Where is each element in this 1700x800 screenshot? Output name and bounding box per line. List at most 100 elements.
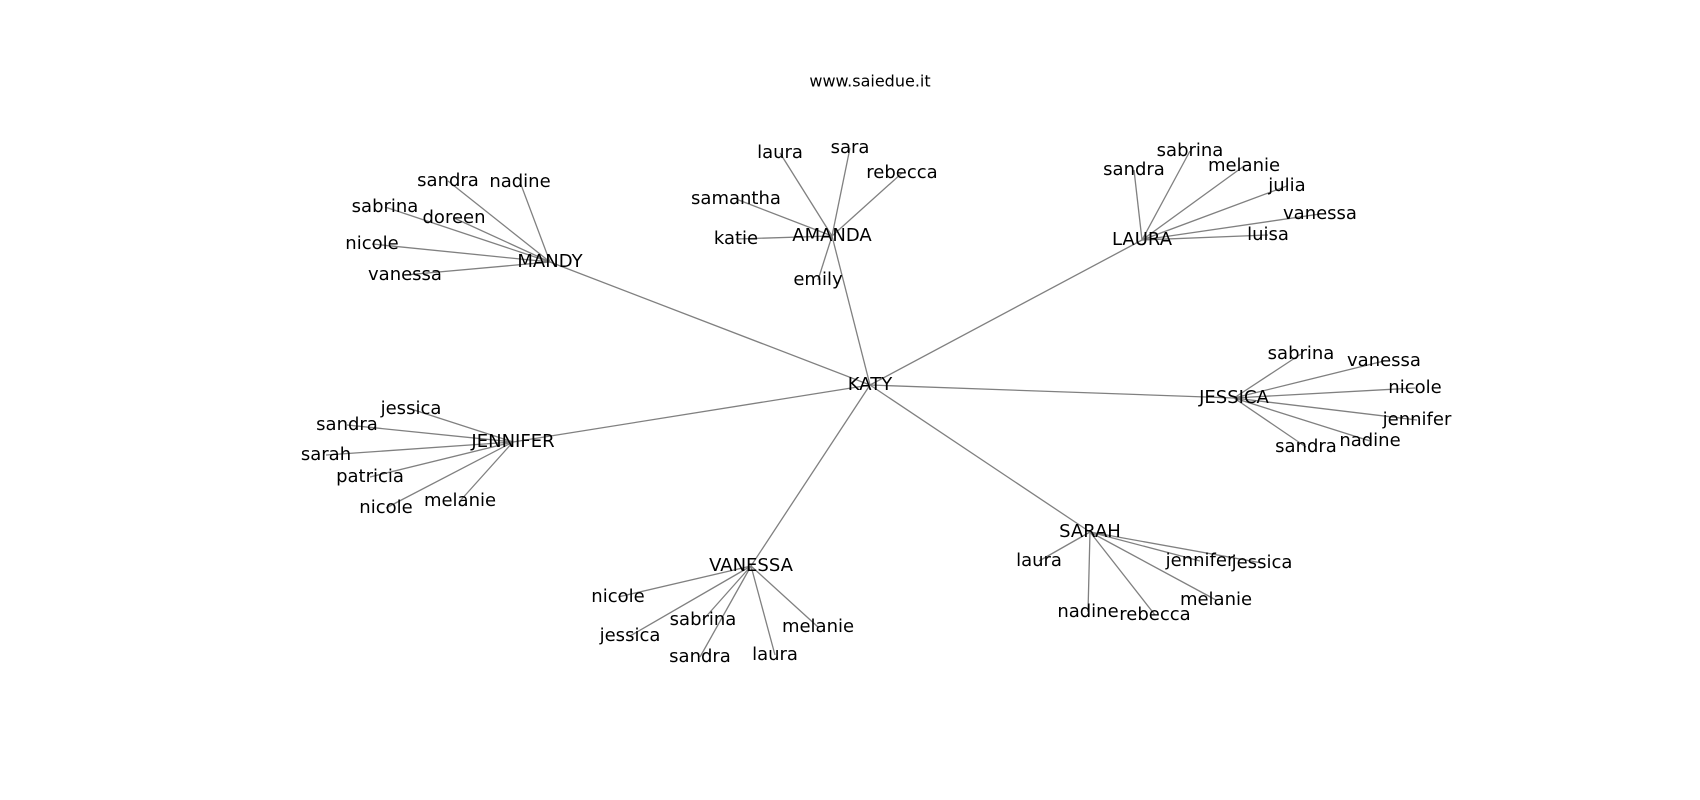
edge-amanda-emily (817, 235, 833, 281)
edge-amanda-rebecca (831, 172, 903, 237)
leaf-node-jennifer-melanie: melanie (424, 490, 496, 511)
edge-jennifer-jessica (410, 408, 514, 443)
hub-node-laura: LAURA (1112, 229, 1173, 250)
edge-laura-sabrina (1141, 150, 1191, 241)
leaf-node-vanessa-nicole: nicole (591, 586, 644, 607)
leaf-node-amanda-rebecca: rebecca (866, 162, 937, 183)
site-title: www.saiedue.it (809, 72, 930, 91)
edge-amanda-samantha (735, 198, 833, 237)
leaf-node-sarah-laura: laura (1016, 550, 1062, 571)
leaf-node-mandy-doreen: doreen (423, 207, 486, 228)
leaf-node-mandy-vanessa: vanessa (368, 264, 442, 285)
root-node-label: KATY (848, 374, 893, 395)
leaf-node-vanessa-melanie: melanie (782, 616, 854, 637)
edge-laura-luisa (1141, 234, 1269, 241)
leaf-node-sarah-rebecca: rebecca (1119, 604, 1190, 625)
leaf-node-jessica-nadine: nadine (1339, 430, 1400, 451)
edge-jennifer-melanie (459, 441, 514, 502)
edge-vanessa-sabrina (702, 565, 752, 621)
leaf-node-laura-julia: julia (1267, 175, 1305, 196)
edge-amanda-laura (779, 152, 833, 237)
leaf-node-mandy-nadine: nadine (489, 171, 550, 192)
edge-root-vanessa (750, 384, 871, 567)
leaf-node-mandy-sabrina: sabrina (352, 196, 419, 217)
edge-root-laura (869, 239, 1143, 386)
edge-vanessa-sandra (699, 565, 752, 658)
leaf-node-jennifer-jessica: jessica (380, 398, 442, 419)
edge-root-jessica (869, 384, 1235, 399)
hub-node-amanda: AMANDA (792, 225, 872, 246)
edge-jennifer-nicole (385, 441, 514, 509)
edge-vanessa-melanie (750, 565, 819, 628)
leaf-node-jessica-jennifer: jennifer (1382, 409, 1452, 430)
edge-amanda-sara (831, 147, 851, 237)
edge-jennifer-sandra (346, 424, 514, 443)
edge-vanessa-laura (750, 565, 776, 656)
edge-root-mandy (549, 261, 871, 386)
leaf-node-jessica-vanessa: vanessa (1347, 350, 1421, 371)
leaf-node-laura-sabrina: sabrina (1157, 140, 1224, 161)
leaf-node-vanessa-sabrina: sabrina (670, 609, 737, 630)
edge-jessica-jennifer (1233, 397, 1418, 421)
edge-layer (325, 147, 1418, 658)
edge-jessica-nadine (1233, 397, 1371, 442)
leaf-node-jennifer-sarah: sarah (301, 444, 351, 465)
edge-root-sarah (869, 384, 1091, 533)
leaf-node-sarah-jessica: jessica (1231, 552, 1293, 573)
leaf-node-jessica-sandra: sandra (1275, 436, 1337, 457)
edge-root-jennifer (512, 384, 871, 443)
edge-sarah-jennifer (1089, 531, 1201, 562)
hub-node-jennifer: JENNIFER (470, 431, 554, 452)
leaf-node-sarah-jennifer: jennifer (1165, 550, 1235, 571)
leaf-node-amanda-laura: laura (757, 142, 803, 163)
edge-root-amanda (831, 235, 871, 386)
edge-mandy-vanessa (404, 261, 551, 276)
edge-amanda-katie (735, 235, 833, 240)
edge-sarah-rebecca (1089, 531, 1156, 616)
edge-mandy-sandra (447, 180, 551, 263)
leaf-node-sarah-melanie: melanie (1180, 589, 1252, 610)
leaf-node-amanda-samantha: samantha (691, 188, 781, 209)
edge-laura-julia (1141, 185, 1288, 241)
leaf-node-jennifer-sandra: sandra (316, 414, 378, 435)
edge-vanessa-nicole (617, 565, 752, 598)
leaf-node-jessica-nicole: nicole (1388, 377, 1441, 398)
edge-jennifer-sarah (325, 441, 514, 456)
edge-vanessa-jessica (629, 565, 752, 637)
leaf-node-jennifer-nicole: nicole (359, 497, 412, 518)
leaf-node-vanessa-sandra: sandra (669, 646, 731, 667)
edge-mandy-doreen (453, 217, 551, 263)
leaf-node-laura-vanessa: vanessa (1283, 203, 1357, 224)
edge-jessica-nicole (1233, 387, 1416, 399)
leaf-node-vanessa-jessica: jessica (599, 625, 661, 646)
edge-jessica-vanessa (1233, 360, 1385, 399)
edge-jennifer-patricia (369, 441, 514, 478)
hub-node-sarah: SARAH (1059, 521, 1121, 542)
hub-node-vanessa: VANESSA (709, 555, 793, 576)
leaf-node-amanda-katie: katie (714, 228, 758, 249)
leaf-node-vanessa-laura: laura (752, 644, 798, 665)
leaf-node-laura-melanie: melanie (1208, 155, 1280, 176)
leaf-node-mandy-sandra: sandra (417, 170, 479, 191)
leaf-node-mandy-nicole: nicole (345, 233, 398, 254)
edge-laura-sandra (1133, 169, 1143, 241)
leaf-node-jessica-sabrina: sabrina (1268, 343, 1335, 364)
edge-jessica-sandra (1233, 397, 1307, 448)
leaf-node-laura-luisa: luisa (1247, 224, 1289, 245)
hub-node-mandy: MANDY (517, 251, 583, 272)
leaf-node-laura-sandra: sandra (1103, 159, 1165, 180)
edge-sarah-melanie (1089, 531, 1217, 601)
edge-jessica-sabrina (1233, 353, 1302, 399)
edge-mandy-sabrina (384, 206, 551, 263)
leaf-node-sarah-nadine: nadine (1057, 601, 1118, 622)
leaf-node-amanda-sara: sara (831, 137, 870, 158)
edge-sarah-laura (1038, 531, 1091, 562)
edge-sarah-jessica (1089, 531, 1263, 564)
leaf-node-jennifer-patricia: patricia (336, 466, 404, 487)
edge-mandy-nicole (371, 243, 551, 263)
edge-laura-melanie (1141, 165, 1245, 241)
edge-mandy-nadine (519, 181, 551, 263)
leaf-node-amanda-emily: emily (793, 269, 843, 290)
